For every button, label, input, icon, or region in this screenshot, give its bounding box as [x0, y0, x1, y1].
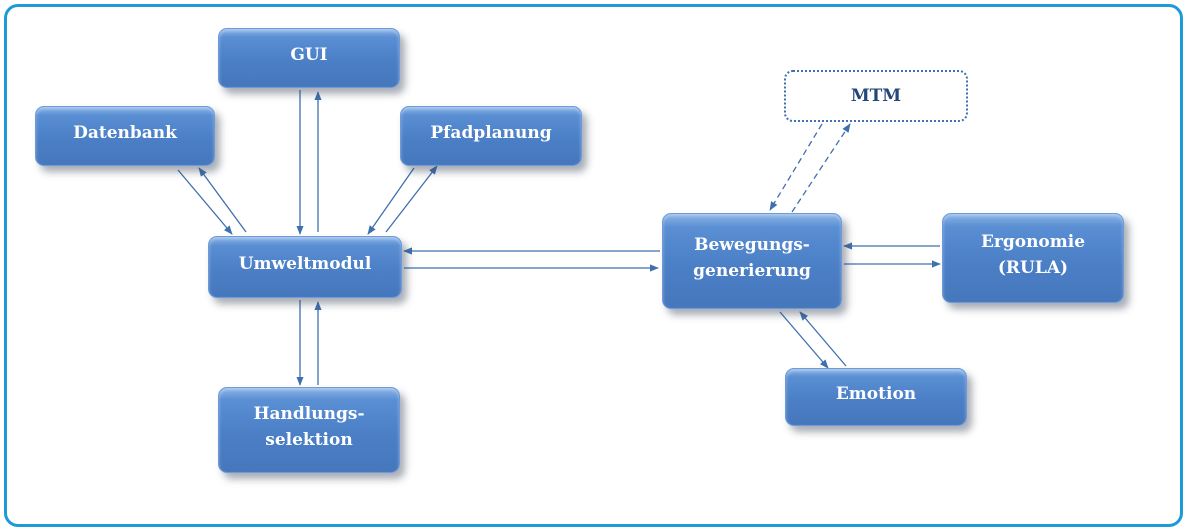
node-emotion-label: Emotion	[835, 384, 917, 404]
node-bewegungsgenerierung-line1: Bewegungs-	[694, 235, 810, 255]
node-ergonomie-line2: (RULA)	[997, 258, 1069, 278]
node-gui-label: GUI	[290, 45, 328, 65]
arrow-bewegung-to-emotion	[779, 311, 829, 369]
node-gui: GUI	[218, 28, 400, 88]
node-mtm-label: MTM	[850, 86, 902, 106]
node-bewegungsgenerierung: Bewegungs- generierung	[662, 213, 842, 309]
arrow-umweltmodul-to-pfadplanung	[385, 165, 438, 233]
node-ergonomie: Ergonomie (RULA)	[942, 213, 1124, 303]
node-pfadplanung: Pfadplanung	[400, 106, 582, 166]
node-mtm: MTM	[784, 70, 968, 122]
node-emotion: Emotion	[785, 368, 967, 426]
node-pfadplanung-label: Pfadplanung	[430, 123, 552, 143]
node-umweltmodul: Umweltmodul	[208, 236, 402, 298]
node-datenbank-label: Datenbank	[73, 123, 177, 143]
node-ergonomie-line1: Ergonomie	[980, 232, 1086, 252]
node-handlungsselektion-line2: selektion	[265, 430, 353, 450]
node-datenbank: Datenbank	[35, 106, 215, 166]
arrow-pfadplanung-to-umweltmodul	[367, 167, 415, 235]
node-bewegungsgenerierung-line2: generierung	[693, 261, 811, 281]
arrow-umweltmodul-to-datenbank	[198, 167, 247, 233]
arrow-bewegung-to-mtm	[791, 123, 851, 213]
node-handlungsselektion: Handlungs- selektion	[218, 387, 400, 473]
node-umweltmodul-label: Umweltmodul	[238, 254, 372, 274]
arrow-emotion-to-bewegung	[799, 311, 847, 367]
node-handlungsselektion-line1: Handlungs-	[253, 404, 365, 424]
arrow-datenbank-to-umweltmodul	[177, 169, 233, 235]
arrow-mtm-to-bewegung	[769, 123, 823, 211]
